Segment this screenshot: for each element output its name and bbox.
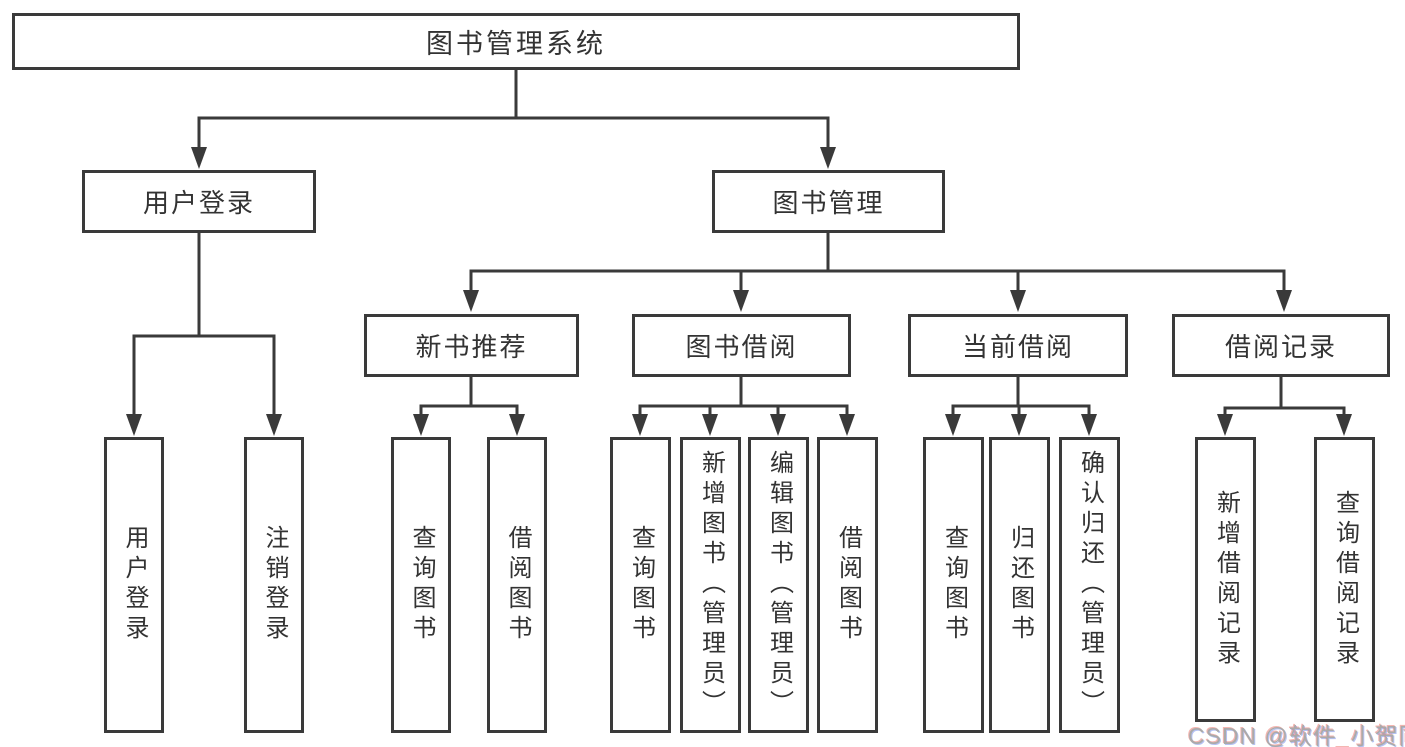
leaf-user-login: 用户登录	[104, 437, 164, 733]
connector-borrowrecords-to-children	[1217, 375, 1352, 436]
leaf-query-books-2: 查询图书	[610, 437, 671, 733]
leaf-return-books: 归还图书	[989, 437, 1050, 733]
node-borrowing-records: 借阅记录	[1172, 314, 1390, 377]
arrowhead-icon	[463, 290, 479, 312]
connector-root-to-level2	[191, 68, 836, 169]
arrowhead-icon	[266, 414, 282, 436]
node-user-login: 用户登录	[82, 170, 316, 233]
arrowhead-icon	[191, 147, 207, 169]
arrowhead-icon	[1276, 290, 1292, 312]
node-current-borrowing: 当前借阅	[908, 314, 1128, 377]
arrowhead-icon	[1011, 414, 1027, 436]
leaf-query-books-1: 查询图书	[391, 437, 451, 733]
arrowhead-icon	[413, 414, 429, 436]
node-book-management: 图书管理	[712, 170, 945, 233]
leaf-add-books-admin: 新增图书（管理员）	[680, 437, 741, 733]
arrowhead-icon	[820, 147, 836, 169]
leaf-query-books-3: 查询图书	[923, 437, 984, 733]
connector-bookmgmt-to-level3	[463, 231, 1292, 312]
connector-currentborrow-to-children	[945, 375, 1097, 436]
leaf-logout: 注销登录	[244, 437, 304, 733]
node-new-book-recommendation: 新书推荐	[364, 314, 579, 377]
arrowhead-icon	[1010, 290, 1026, 312]
connector-newbookrec-to-children	[413, 375, 525, 436]
leaf-borrow-books-1: 借阅图书	[487, 437, 547, 733]
arrowhead-icon	[770, 414, 786, 436]
leaf-query-borrow-record: 查询借阅记录	[1314, 437, 1375, 722]
arrowhead-icon	[126, 414, 142, 436]
node-root-system: 图书管理系统	[12, 13, 1020, 70]
leaf-edit-books-admin: 编辑图书（管理员）	[748, 437, 809, 733]
leaf-borrow-books-2: 借阅图书	[817, 437, 878, 733]
arrowhead-icon	[1081, 414, 1097, 436]
connector-userlogin-to-children	[126, 231, 282, 436]
arrowhead-icon	[1336, 414, 1352, 436]
arrowhead-icon	[509, 414, 525, 436]
arrowhead-icon	[632, 414, 648, 436]
arrowhead-icon	[1217, 414, 1233, 436]
node-book-borrowing: 图书借阅	[632, 314, 851, 377]
csdn-watermark: CSDN @软件_小贺同学	[1188, 723, 1405, 747]
leaf-confirm-return-admin: 确认归还（管理员）	[1059, 437, 1120, 733]
arrowhead-icon	[702, 414, 718, 436]
leaf-add-borrow-record: 新增借阅记录	[1195, 437, 1256, 722]
arrowhead-icon	[733, 290, 749, 312]
connector-bookborrow-to-children	[632, 375, 855, 436]
arrowhead-icon	[945, 414, 961, 436]
arrowhead-icon	[839, 414, 855, 436]
